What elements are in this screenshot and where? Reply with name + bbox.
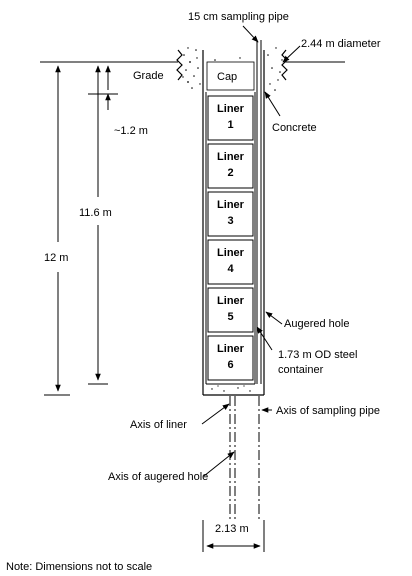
axis-liner-label: Axis of liner (130, 419, 187, 431)
liner-2: Liner 2 (207, 143, 254, 189)
axis-lines (229, 396, 260, 520)
liner-3: Liner 3 (207, 191, 254, 237)
augered-hole-label: Augered hole (284, 318, 349, 330)
liner-4: Liner 4 (207, 239, 254, 285)
liner-4-word: Liner (217, 247, 245, 259)
liner-1-word: Liner (217, 103, 245, 115)
note-text: Note: Dimensions not to scale (6, 561, 152, 573)
sampling-pipe-label: 15 cm sampling pipe (188, 11, 289, 23)
width-dimension-label: 2.13 m (215, 523, 249, 535)
dimension-lines (44, 61, 118, 396)
cap-label: Cap (217, 71, 237, 83)
liner-6: Liner 6 (207, 335, 254, 381)
liner-3-num: 3 (227, 215, 233, 227)
liner-5-word: Liner (217, 295, 245, 307)
liner-2-word: Liner (217, 151, 245, 163)
dim-11-6-label: 11.6 m (79, 207, 112, 219)
liner-2-num: 2 (227, 167, 233, 179)
axis-pipe-label: Axis of sampling pipe (276, 405, 380, 417)
width-dimension (202, 520, 265, 552)
dim-12-label: 12 m (44, 252, 68, 264)
liner-5: Liner 5 (207, 287, 254, 333)
steel-container-label-1: 1.73 m OD steel (278, 349, 357, 361)
steel-container (205, 92, 256, 385)
axis-augered-label: Axis of augered hole (108, 471, 208, 483)
leader-lines (201, 25, 301, 477)
liner-5-num: 5 (227, 311, 233, 323)
diameter-label: 2.44 m diameter (301, 38, 381, 50)
grade-label: Grade (133, 70, 164, 82)
liner-4-num: 4 (227, 263, 234, 275)
ground-grade (40, 49, 345, 81)
bottom-fill (211, 385, 251, 392)
liner-6-word: Liner (217, 343, 245, 355)
liner-6-num: 6 (227, 359, 233, 371)
cap: Cap (206, 61, 255, 91)
dim-1-2-label: ~1.2 m (114, 125, 148, 137)
liner-1-num: 1 (227, 119, 233, 131)
concrete-label: Concrete (272, 122, 317, 134)
steel-container-label-2: container (278, 364, 324, 376)
liner-1: Liner 1 (207, 95, 254, 141)
liner-3-word: Liner (217, 199, 245, 211)
liners: Liner 1 Liner 2 Liner 3 Liner 4 Liner 5 … (207, 95, 254, 381)
